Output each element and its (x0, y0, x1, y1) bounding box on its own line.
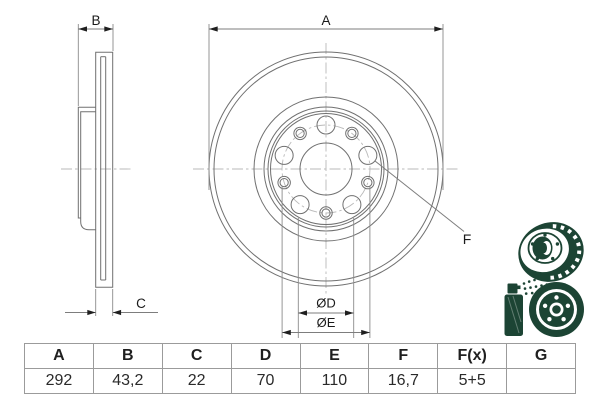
header-cell-fx: F(x) (437, 343, 508, 369)
value-cell-b: 43,2 (92, 368, 163, 394)
spec-table-header-row: A B C D E F F(x) G (24, 343, 576, 369)
hat-profile-outer (77, 106, 96, 219)
center-bore (299, 142, 353, 196)
bolt-circle (281, 124, 371, 214)
side-view (61, 51, 132, 288)
arrow-right-icon (87, 309, 96, 316)
value-cell-d: 70 (230, 368, 301, 394)
header-cell-a: A (24, 343, 94, 369)
bolt-hole-dots (530, 233, 560, 261)
vented-disc-icon (518, 222, 584, 282)
front-view (193, 43, 458, 295)
arrow-left-icon (209, 26, 218, 32)
arrow-left-icon (282, 329, 291, 336)
large-bolt-holes (274, 115, 378, 215)
header-cell-e: E (299, 343, 370, 369)
value-cell-c: 22 (161, 368, 232, 394)
friction-surface-inner-edge (253, 96, 399, 242)
b-dimension-label: B (91, 13, 100, 28)
value-cell-fx: 5+5 (437, 368, 508, 394)
c-dimension-label: C (136, 296, 146, 311)
arrow-right-icon (345, 310, 354, 316)
disc-bolt-holes (542, 295, 571, 322)
f-leader-label: F (463, 231, 472, 247)
header-cell-f: F (368, 343, 439, 369)
value-cell-g (506, 368, 576, 394)
spec-table: A B C D E F F(x) G 292 43,2 22 70 110 16… (24, 343, 576, 394)
arrow-right-icon (104, 26, 113, 32)
header-cell-g: G (506, 343, 576, 369)
value-cell-e: 110 (299, 368, 370, 394)
spray-can-icon (504, 277, 549, 336)
spec-table-value-row: 292 43,2 22 70 110 16,7 5+5 (24, 368, 576, 394)
hub-ring-outer (267, 110, 385, 228)
arrow-right-icon (361, 329, 370, 336)
hat-profile-inner (80, 111, 96, 231)
d-dimension-label: ØD (316, 296, 336, 311)
value-cell-a: 292 (24, 368, 94, 394)
arrow-left-icon (298, 310, 307, 316)
hat-flange-edge (263, 106, 389, 232)
a-dimension-label: A (321, 13, 330, 28)
e-dimension: ØE (281, 186, 371, 338)
small-bolt-holes (277, 126, 375, 220)
d-dimension: ØD (297, 218, 355, 338)
header-cell-d: D (230, 343, 301, 369)
arrow-left-icon (78, 26, 87, 32)
hub-ring-inner (270, 113, 382, 225)
value-cell-f: 16,7 (368, 368, 439, 394)
a-dimension: A (208, 13, 444, 190)
arrow-right-icon (434, 26, 443, 32)
arrow-left-icon (112, 309, 122, 316)
disc-outer-chamfer (213, 56, 439, 282)
header-cell-c: C (161, 343, 232, 369)
c-dimension: C (65, 289, 158, 316)
spray-dots (522, 277, 549, 295)
e-dimension-label: ØE (317, 315, 336, 330)
spray-coated-disc-icon (504, 277, 584, 337)
b-dimension: B (77, 13, 114, 106)
header-cell-b: B (92, 343, 163, 369)
friction-ring-profile (95, 51, 114, 288)
f-leader: F (374, 160, 472, 247)
